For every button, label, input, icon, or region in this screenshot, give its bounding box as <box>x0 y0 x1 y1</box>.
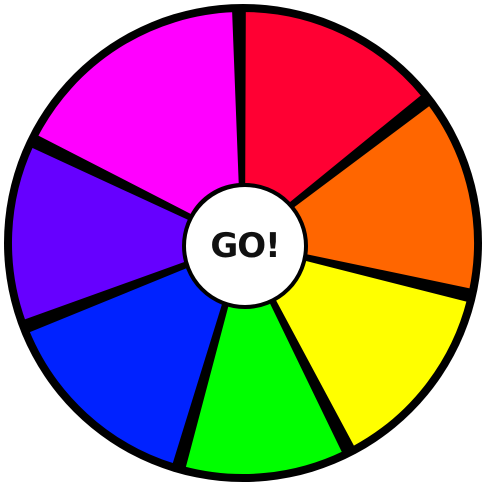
wheel-segments <box>8 8 478 478</box>
go-spin-button[interactable]: GO! <box>182 183 308 309</box>
go-button-label: GO! <box>210 226 280 266</box>
